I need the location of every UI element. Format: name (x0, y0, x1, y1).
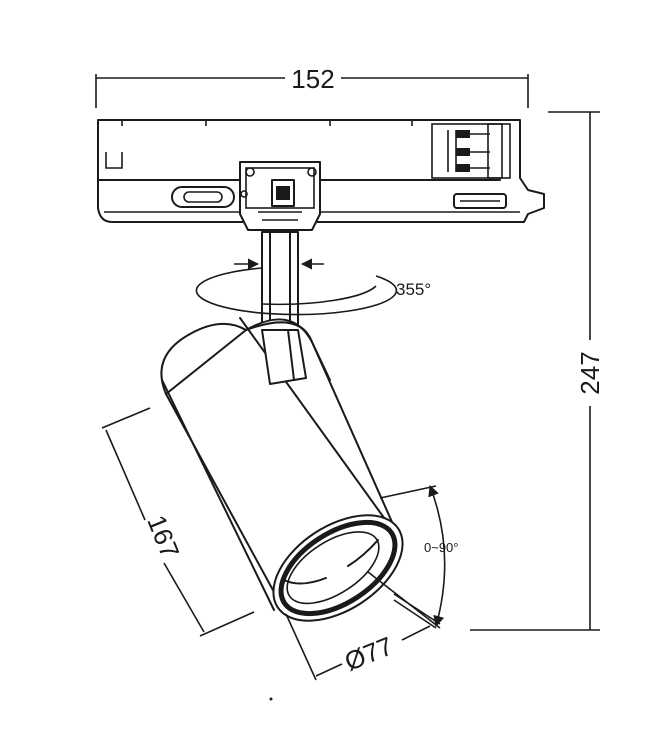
mounting-clamp (239, 161, 321, 231)
speck (269, 697, 273, 701)
lens-front (272, 514, 404, 622)
rotation-indicator: 355° (195, 258, 431, 316)
tilt-indicator: 0~90° (379, 484, 458, 629)
height-label: 247 (575, 351, 605, 394)
width-label: 152 (291, 64, 334, 94)
height-dimension: 247 (470, 111, 605, 631)
width-dimension: 152 (95, 64, 529, 108)
length-label: 167 (141, 511, 185, 562)
diameter-label: Ø77 (340, 631, 397, 677)
rotation-label: 355° (396, 280, 431, 299)
tilt-label: 0~90° (424, 540, 458, 555)
